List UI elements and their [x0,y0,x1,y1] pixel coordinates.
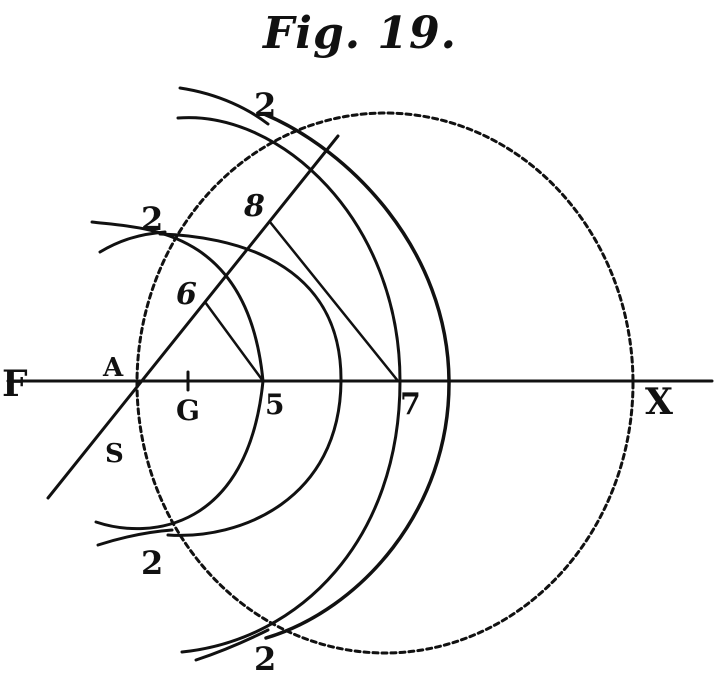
label-g: G [176,394,200,427]
arc-7 [176,116,402,654]
label-f: F [2,363,28,405]
arc-left-upper-cross [98,230,167,254]
diagonal-line [46,134,340,500]
label-8: 8 [243,189,265,224]
arc-outer [262,112,451,640]
arc-inner-5 [90,220,265,531]
arc-second [158,232,343,537]
label-s: S [105,439,124,469]
chord-6-5 [203,300,265,383]
label-x: X [645,381,673,423]
label-2-left-lower: 2 [141,544,163,582]
arc-top-cross [178,86,270,126]
label-2-bottom: 2 [254,640,276,678]
chord-8-7 [268,220,400,383]
label-a: A [102,353,124,383]
label-2-top: 2 [254,86,276,124]
figure-caption: Fig. 19. [263,8,457,59]
dashed-circle [135,111,635,655]
label-6: 6 [176,277,197,312]
arc-left-lower-cross [96,528,174,547]
label-7: 7 [400,387,421,422]
arc-bottom-cross [194,628,270,662]
label-2-left-upper: 2 [141,200,163,238]
label-5: 5 [265,388,284,421]
